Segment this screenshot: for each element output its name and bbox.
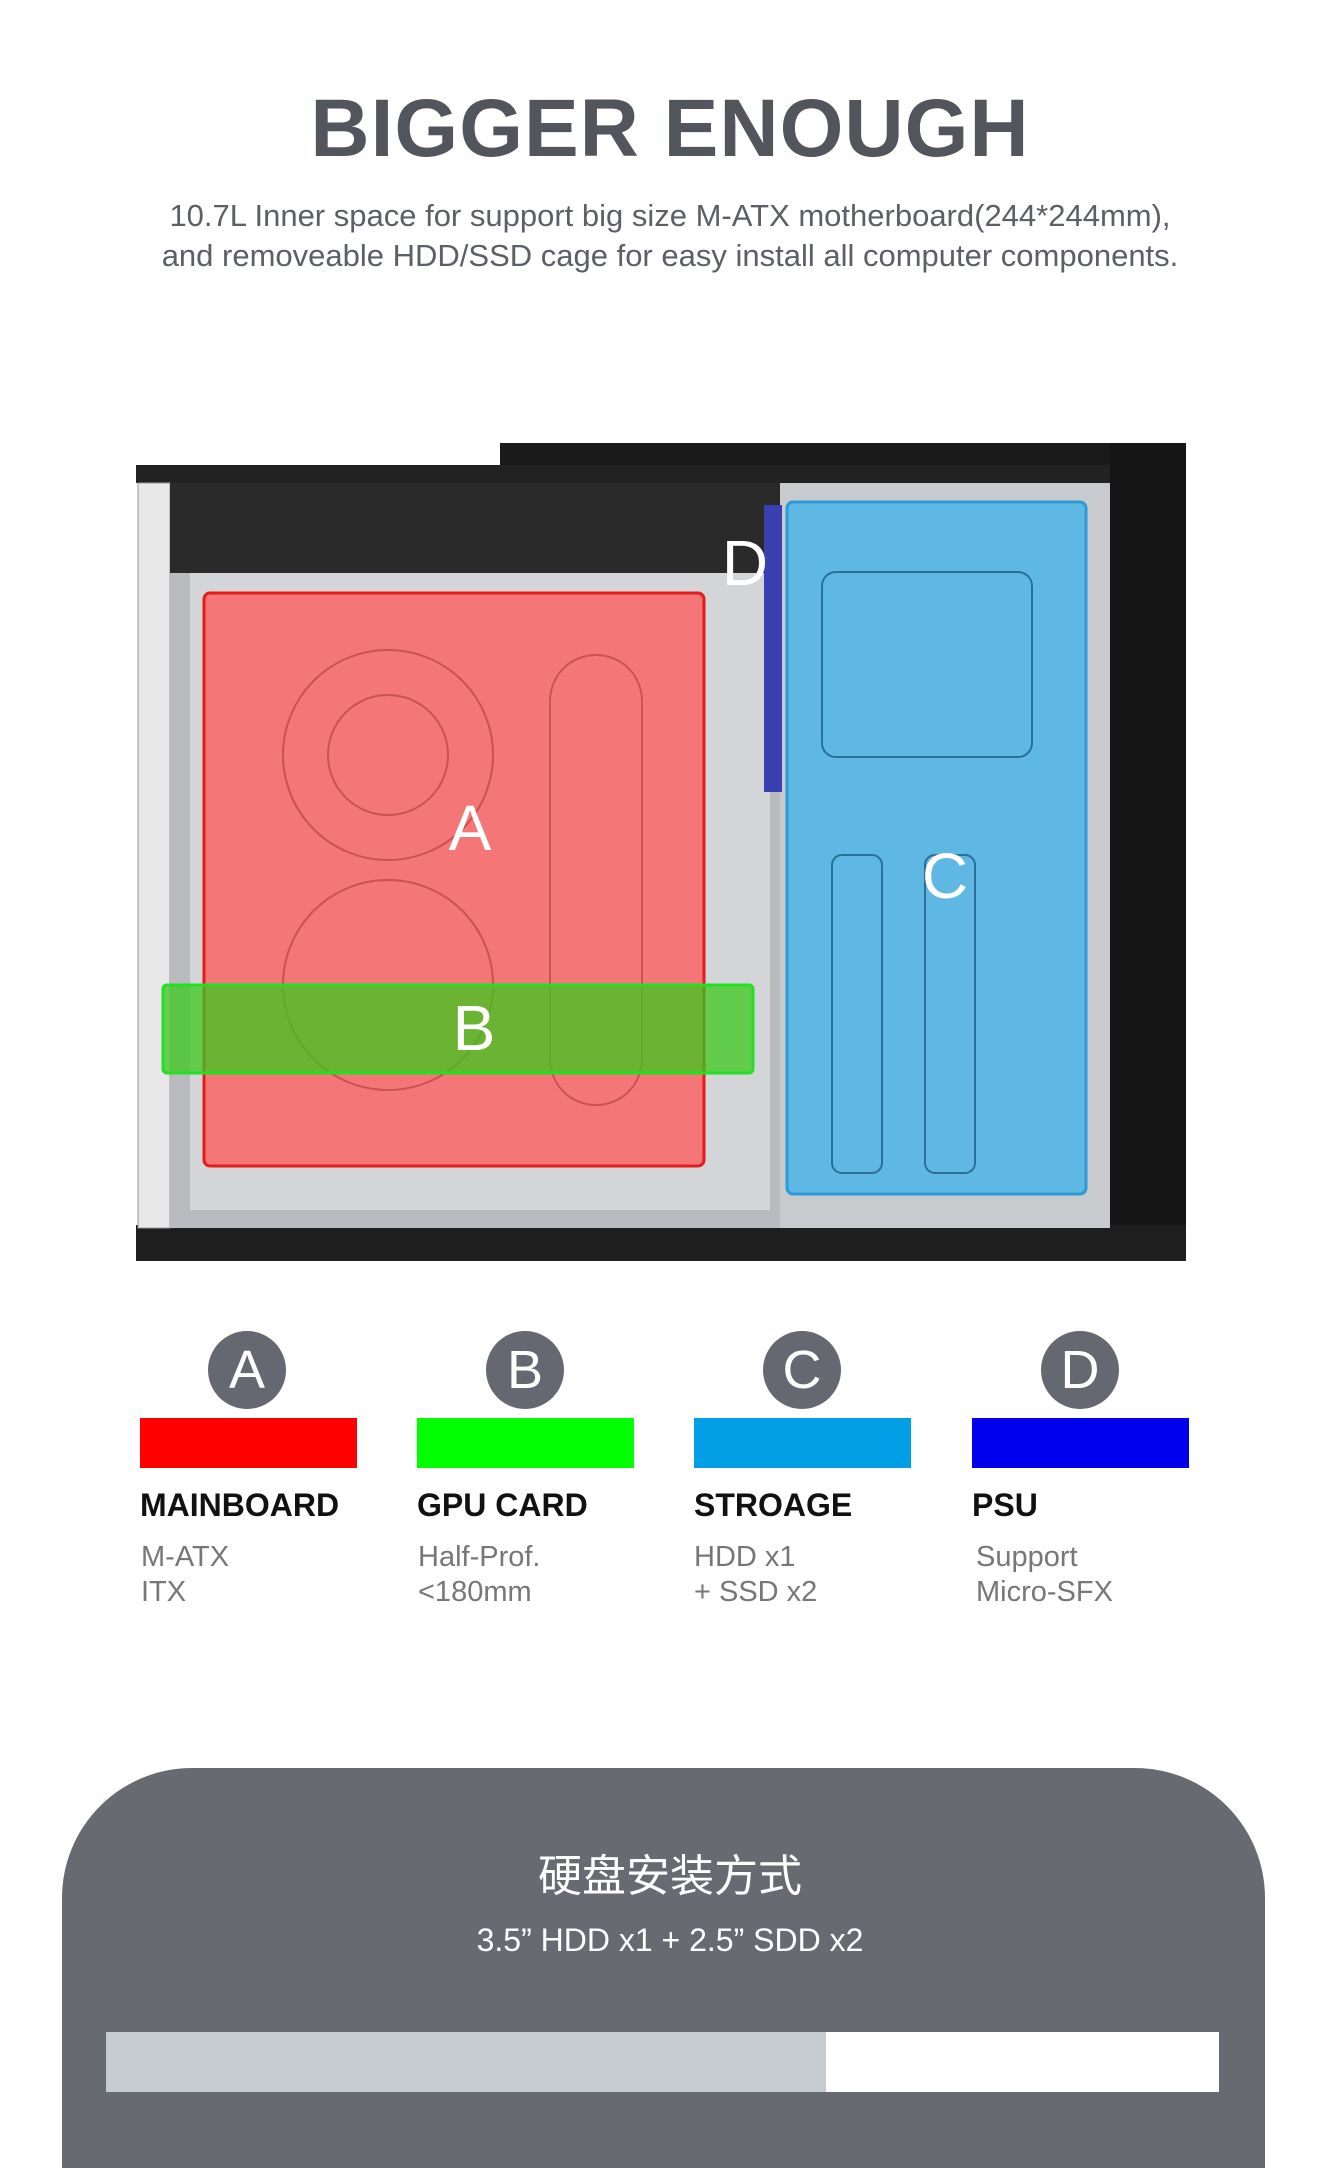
legend-b-desc: Half-Prof.<180mm xyxy=(418,1541,541,1608)
legend-c-badge: C xyxy=(763,1331,841,1409)
panel-image-left xyxy=(106,2032,826,2092)
region-d-psu xyxy=(764,505,782,792)
legend-a-swatch xyxy=(140,1418,357,1468)
legend-d-badge: D xyxy=(1041,1331,1119,1409)
legend-c-desc: HDD x1+ SSD x2 xyxy=(694,1541,818,1608)
hdd-install-panel xyxy=(62,1768,1265,2168)
case-bottom-edge xyxy=(136,1225,1186,1261)
label-b: B xyxy=(453,992,496,1064)
subtitle-line-1: 10.7L Inner space for support big size M… xyxy=(169,198,1171,233)
legend-b-swatch xyxy=(417,1418,634,1468)
label-d: D xyxy=(722,527,768,599)
label-c: C xyxy=(922,840,968,912)
legend-b-badge: B xyxy=(486,1331,564,1409)
legend-d-title: PSU xyxy=(972,1487,1038,1523)
rear-panel xyxy=(137,482,171,1229)
subtitle-line-2: and removeable HDD/SSD cage for easy ins… xyxy=(161,238,1179,273)
panel-title: 硬盘安装方式 xyxy=(538,1852,802,1901)
case-front-panel xyxy=(1110,443,1186,1261)
legend-a-title: MAINBOARD xyxy=(140,1487,340,1523)
panel-image-right xyxy=(826,2032,1219,2092)
case-interior-diagram: A B C D xyxy=(136,443,1186,1261)
legend-d-swatch xyxy=(972,1418,1189,1468)
region-c-storage xyxy=(785,500,1088,1196)
label-a: A xyxy=(449,792,492,864)
panel-subtitle: 3.5” HDD x1 + 2.5” SDD x2 xyxy=(476,1922,864,1958)
legend-b-title: GPU CARD xyxy=(417,1487,588,1523)
case-top-edge xyxy=(136,465,1186,483)
region-a-mainboard xyxy=(202,591,706,1168)
legend-c-swatch xyxy=(694,1418,911,1468)
region-b-gpu xyxy=(161,983,755,1075)
top-bracket xyxy=(170,483,780,573)
page-title: BIGGER ENOUGH xyxy=(310,83,1030,174)
legend-c-title: STROAGE xyxy=(694,1487,853,1523)
case-top-panel xyxy=(500,443,1186,467)
legend-a-badge: A xyxy=(208,1331,286,1409)
